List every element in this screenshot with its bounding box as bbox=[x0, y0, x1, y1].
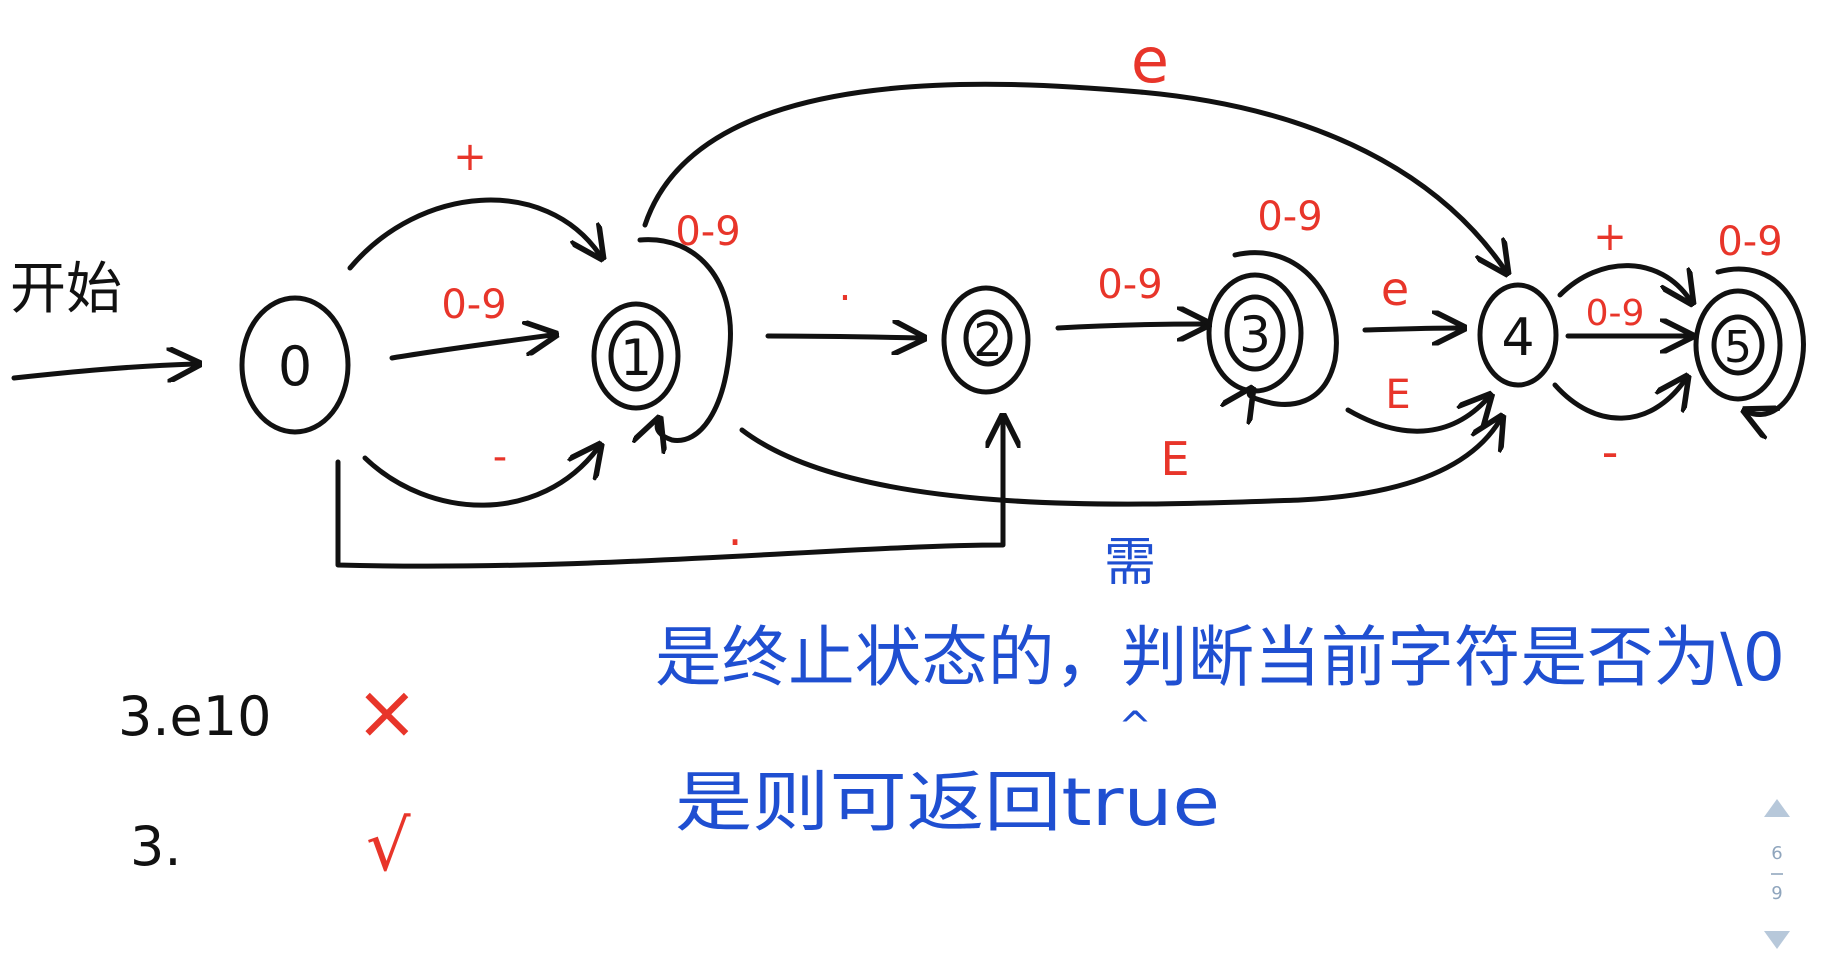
loop-1-digits bbox=[640, 237, 733, 441]
edge-4-5-minus bbox=[1552, 380, 1685, 421]
edge-3-4-e bbox=[1362, 328, 1460, 330]
example-2-verdict: √ bbox=[366, 805, 411, 887]
state-1-label: 1 bbox=[620, 329, 652, 387]
example-2-text: 3. bbox=[130, 815, 182, 878]
state-4-label: 4 bbox=[1501, 308, 1534, 368]
state-3-label: 3 bbox=[1239, 306, 1271, 364]
label-4-5-plus: + bbox=[1593, 214, 1627, 260]
loop-5-digits bbox=[1715, 266, 1806, 414]
label-loop-3: 0-9 bbox=[1257, 194, 1322, 240]
label-2-3-digits: 0-9 bbox=[1097, 262, 1162, 308]
label-1-4-E: E bbox=[1160, 432, 1189, 486]
state-2: 2 bbox=[941, 285, 1031, 395]
label-1-2-dot: . bbox=[839, 264, 852, 310]
note-insert-word: 需 bbox=[1104, 533, 1156, 593]
start-arrow bbox=[11, 364, 195, 378]
page-total: 9 bbox=[1771, 883, 1783, 904]
state-2-label: 2 bbox=[973, 313, 1002, 367]
page-divider bbox=[1771, 873, 1783, 875]
edge-2-3-digits bbox=[1055, 324, 1205, 328]
label-loop-1: 0-9 bbox=[675, 209, 740, 255]
label-0-1-plus: + bbox=[453, 134, 487, 180]
state-5-label: 5 bbox=[1724, 322, 1752, 373]
label-0-1-minus: - bbox=[493, 434, 507, 480]
label-0-1-digits: 0-9 bbox=[441, 282, 506, 328]
edge-0-1-minus bbox=[362, 448, 598, 508]
loop-3-digits bbox=[1235, 250, 1339, 405]
state-1: 1 bbox=[591, 301, 681, 411]
example-1-text: 3.e10 bbox=[118, 685, 271, 748]
page-up-icon[interactable] bbox=[1764, 799, 1790, 817]
label-4-5-digits: 0-9 bbox=[1586, 293, 1645, 334]
edge-4-5-plus bbox=[1557, 263, 1690, 300]
state-0: 0 bbox=[239, 295, 351, 435]
state-0-label: 0 bbox=[278, 335, 312, 398]
page-indicator: 6 9 bbox=[1750, 799, 1804, 949]
edge-3-4-E bbox=[1345, 398, 1488, 434]
page-current: 6 bbox=[1771, 843, 1783, 864]
start-label: 开始 bbox=[10, 257, 122, 322]
state-4: 4 bbox=[1477, 282, 1559, 388]
label-3-4-e: e bbox=[1381, 262, 1409, 316]
note-line-2: 是则可返回true bbox=[675, 764, 1220, 841]
label-loop-5: 0-9 bbox=[1717, 219, 1782, 265]
edge-0-1-plus bbox=[347, 197, 600, 271]
note-insert-mark: ^ bbox=[1118, 704, 1152, 750]
edge-0-2-dot bbox=[335, 420, 1003, 569]
example-1-verdict: × bbox=[355, 667, 419, 756]
page-down-icon[interactable] bbox=[1764, 931, 1790, 949]
note-line-1: 是终止状态的，判断当前字符是否为\0 bbox=[655, 619, 1785, 696]
label-1-4-e: e bbox=[1131, 24, 1169, 97]
label-3-4-E: E bbox=[1385, 372, 1410, 418]
edge-0-1-digits bbox=[389, 335, 552, 361]
state-3: 3 bbox=[1206, 272, 1304, 394]
edge-1-4-E bbox=[739, 420, 1500, 507]
label-4-5-minus: - bbox=[1602, 425, 1619, 479]
edge-1-4-e bbox=[642, 81, 1505, 270]
edge-1-2-dot bbox=[765, 336, 920, 338]
label-0-2-dot: . bbox=[728, 502, 743, 556]
state-5: 5 bbox=[1693, 288, 1783, 402]
